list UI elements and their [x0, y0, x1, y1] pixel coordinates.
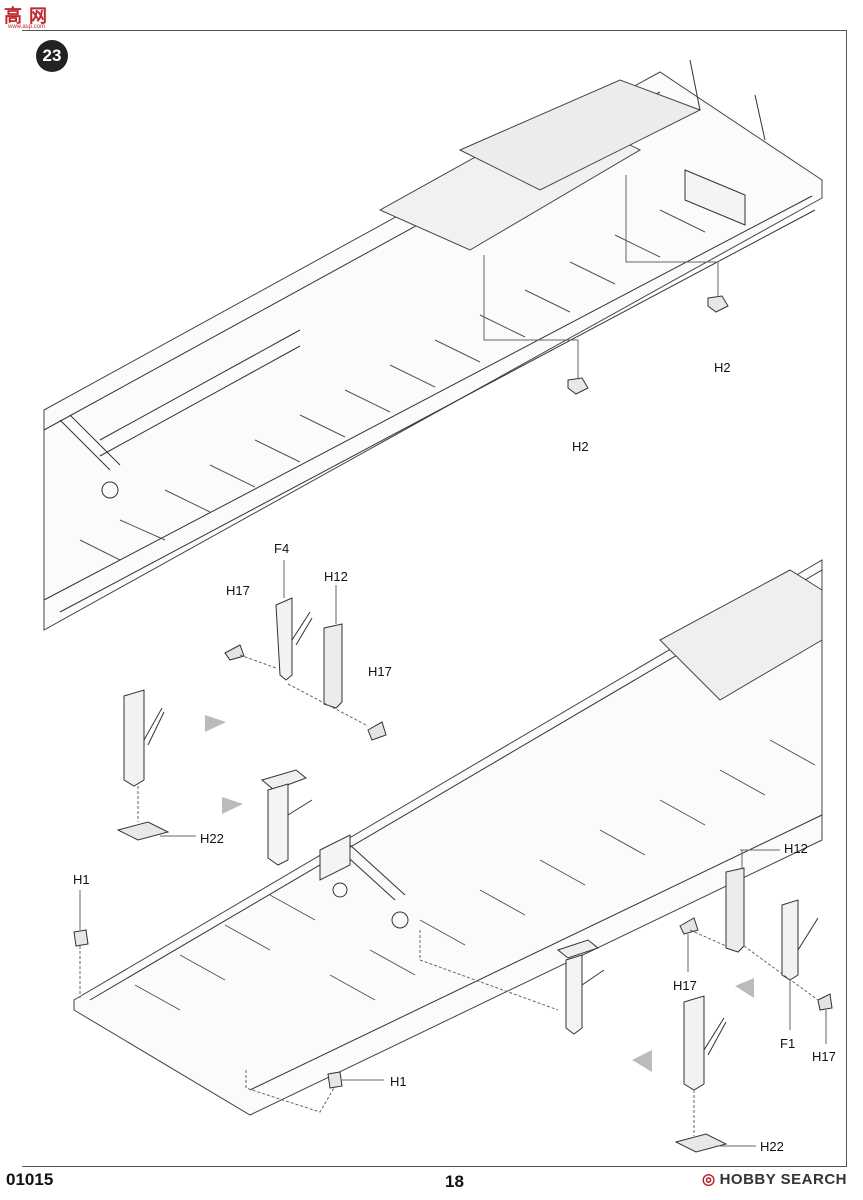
direction-arrow-right-bottom	[632, 1050, 652, 1072]
page-frame	[22, 30, 847, 1167]
part-h12-right	[725, 849, 780, 953]
part-h2-upper	[625, 175, 729, 313]
direction-arrow-left-top	[205, 715, 226, 732]
part-h12-left	[323, 585, 343, 709]
step-number-badge: 23	[36, 40, 68, 72]
part-h17-left-top	[224, 644, 277, 669]
lower-trailer-frame	[73, 559, 823, 1116]
callout-h17-left-bottom: H17	[368, 664, 392, 679]
part-f1-leg	[781, 899, 819, 1030]
part-h17-right-left	[679, 917, 727, 972]
upper-trailer-frame	[43, 59, 823, 631]
callout-h22-right: H22	[760, 1139, 784, 1154]
brand-text: HOBBY SEARCH	[719, 1171, 847, 1188]
callout-f1: F1	[780, 1036, 796, 1051]
part-h1-bottom	[245, 1070, 384, 1113]
callout-h17-left-top: H17	[226, 583, 250, 598]
callout-h17-right-bottom: H17	[812, 1049, 836, 1064]
callout-h2-upper: H2	[714, 360, 731, 375]
part-h17-right-bottom	[743, 945, 833, 1044]
callout-h1-left: H1	[73, 872, 90, 887]
brand-logo-icon: ◎	[702, 1171, 716, 1188]
part-h1-left	[73, 890, 89, 998]
page-number: 18	[445, 1172, 464, 1191]
part-outrigger-leg-right	[683, 995, 727, 1136]
callout-h17-right-left: H17	[673, 978, 697, 993]
watermark-url: www.asp.com	[8, 24, 46, 30]
brand-watermark: ◎HOBBY SEARCH	[702, 1170, 847, 1188]
callout-h12-left: H12	[324, 569, 348, 584]
part-h22-right	[674, 1133, 756, 1153]
part-support-leg-lower	[419, 930, 605, 1035]
part-support-leg-center	[260, 769, 313, 866]
part-h17-left-bottom	[287, 683, 387, 741]
part-h2-lower	[483, 255, 589, 395]
callout-h12-right: H12	[784, 841, 808, 856]
part-f4-leg	[275, 560, 313, 681]
part-outrigger-leg-left	[123, 689, 165, 822]
direction-arrow-left-mid	[222, 797, 243, 814]
callout-h2-lower: H2	[572, 439, 589, 454]
direction-arrow-right-mid	[735, 978, 754, 998]
watermark-logo: 高 网	[4, 6, 49, 26]
product-code: 01015	[6, 1170, 54, 1189]
callout-h22-left: H22	[200, 831, 224, 846]
part-h22-left	[116, 821, 196, 841]
callout-h1-bottom: H1	[390, 1074, 407, 1089]
callout-f4: F4	[274, 541, 290, 556]
